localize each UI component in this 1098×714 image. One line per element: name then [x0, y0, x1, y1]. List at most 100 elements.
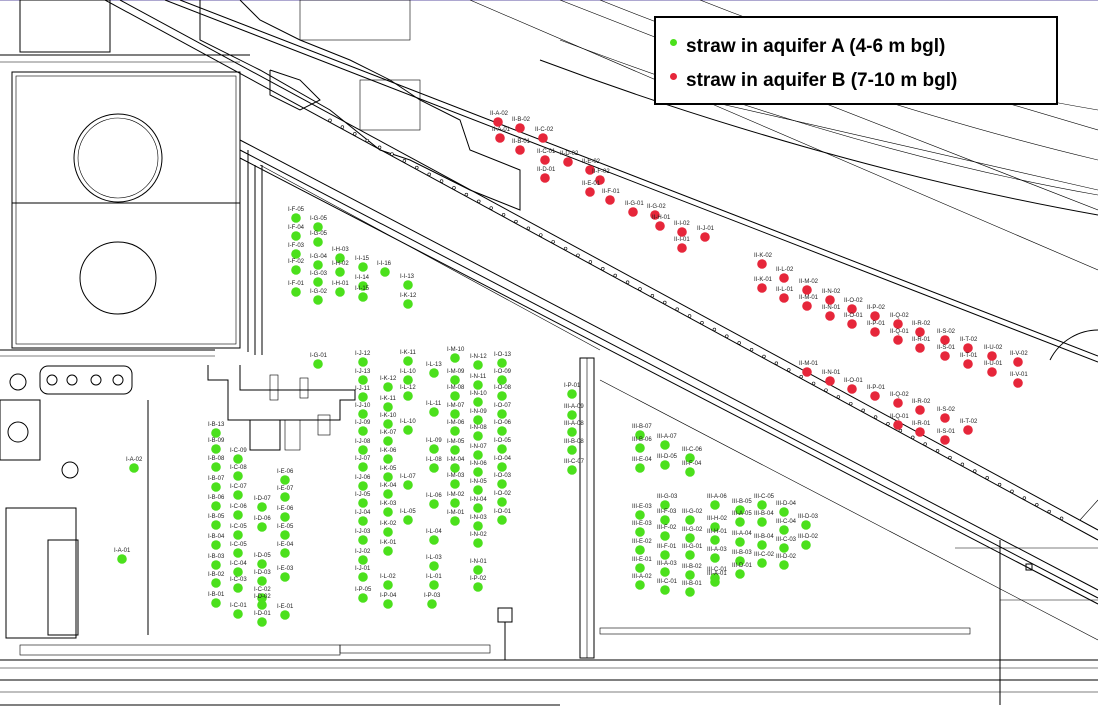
aquifer-a-straw-marker: [257, 593, 267, 603]
rail-marker: [390, 152, 394, 156]
aquifer-b-straw-marker: [802, 285, 812, 295]
aquifer-a-straw: I-E-04: [277, 542, 294, 558]
aquifer-a-straw-marker: [211, 428, 221, 438]
aquifer-a-straw: I-L-13: [426, 362, 442, 378]
aquifer-b-straw-label: II-F-01: [602, 189, 620, 195]
aquifer-a-straw: I-J-06: [355, 475, 371, 491]
aquifer-a-straw-marker: [710, 500, 720, 510]
aquifer-b-straw-label: II-H-01: [652, 215, 671, 221]
aquifer-b-straw-label: II-V-02: [1010, 351, 1028, 357]
aquifer-a-straw-label: I-F-03: [288, 243, 305, 249]
rail-marker: [663, 300, 667, 305]
aquifer-a-straw-label: I-L-13: [426, 362, 442, 368]
aquifer-a-straw: I-L-03: [426, 555, 442, 571]
aquifer-a-straw-marker: [685, 533, 695, 543]
aquifer-b-straw-marker: [585, 187, 595, 197]
aquifer-a-straw: III-B-07: [632, 424, 652, 440]
aquifer-b-straw-label: II-C-01: [537, 149, 556, 155]
aquifer-a-straw-marker: [313, 237, 323, 247]
aquifer-b-straw-marker: [825, 376, 835, 386]
aquifer-a-straw-marker: [635, 563, 645, 573]
aquifer-a-straw-label: III-B-08: [564, 439, 584, 445]
aquifer-a-straw-marker: [473, 582, 483, 592]
aquifer-a-straw-marker: [383, 546, 393, 556]
rail-marker: [514, 219, 518, 224]
aquifer-a-straw-marker: [233, 548, 243, 558]
aquifer-a-straw: III-E-01: [632, 557, 652, 573]
aquifer-a-straws: I-F-05I-G-05I-F-04I-G-05I-F-03I-H-03I-F-…: [114, 207, 819, 627]
aquifer-a-straw: I-B-07: [208, 476, 225, 492]
aquifer-b-straw-marker: [987, 351, 997, 361]
aquifer-b-straw-label: II-C-02: [535, 127, 554, 133]
aquifer-a-straw: I-J-01: [355, 566, 371, 582]
aquifer-a-straw-marker: [313, 295, 323, 305]
rail-marker: [1035, 503, 1039, 507]
aquifer-b-straw-marker: [585, 165, 595, 175]
aquifer-a-straw-marker: [211, 598, 221, 608]
aquifer-a-straw: III-B-01: [682, 581, 702, 597]
aquifer-a-straw-marker: [383, 382, 393, 392]
aquifer-a-straw-marker: [685, 453, 695, 463]
aquifer-a-straw-label: I-M-01: [447, 510, 465, 516]
aquifer-a-straw-marker: [450, 426, 460, 436]
aquifer-a-straw: III-E-03: [632, 521, 652, 537]
aquifer-a-straw: I-L-02: [380, 574, 396, 590]
aquifer-b-straw: II-T-01: [960, 353, 978, 369]
aquifer-a-straw-marker: [383, 489, 393, 499]
aquifer-a-straw-label: III-A-04: [732, 531, 752, 537]
aquifer-a-straw: I-K-04: [380, 483, 397, 499]
aquifer-a-straw-marker: [567, 445, 577, 455]
aquifer-a-straw-label: I-K-02: [380, 521, 397, 527]
aquifer-b-straw-label: II-A-01: [492, 127, 511, 133]
aquifer-b-straw-label: II-M-01: [799, 361, 819, 367]
rail-marker: [985, 476, 989, 480]
aquifer-a-straw-marker: [735, 505, 745, 515]
aquifer-a-straw: III-C-03: [776, 537, 797, 553]
aquifer-a-straw-marker: [358, 281, 368, 291]
aquifer-a-straw-marker: [429, 444, 439, 454]
aquifer-a-straw-label: I-F-02: [288, 259, 305, 265]
aquifer-a-straw-label: I-E-03: [277, 566, 294, 572]
aquifer-a-straw: I-N-02: [470, 532, 487, 548]
aquifer-a-straw-marker: [358, 593, 368, 603]
green-dot-icon: [670, 39, 677, 47]
aquifer-b-straw: II-K-01: [754, 277, 773, 293]
aquifer-a-straw-marker: [450, 479, 460, 489]
aquifer-b-straw: II-P-01: [867, 385, 886, 401]
aquifer-a-straw: I-N-08: [470, 425, 487, 441]
aquifer-a-straw-marker: [660, 550, 670, 560]
aquifer-b-straw-label: II-R-01: [912, 421, 931, 427]
aquifer-b-straw-marker: [515, 145, 525, 155]
aquifer-b-straw-marker: [915, 327, 925, 337]
aquifer-a-straw-marker: [635, 443, 645, 453]
aquifer-a-straw: I-E-03: [277, 566, 294, 582]
aquifer-b-straw: II-R-01: [912, 421, 931, 437]
aquifer-a-straw: I-I-16: [377, 261, 392, 277]
aquifer-a-straw-marker: [710, 522, 720, 532]
aquifer-a-straw-marker: [358, 357, 368, 367]
aquifer-a-straw-label: III-B-06: [632, 437, 652, 443]
aquifer-a-straw-label: I-N-04: [470, 497, 487, 503]
aquifer-a-straw-label: I-K-06: [380, 448, 397, 454]
aquifer-a-straw-label: I-C-02: [254, 587, 271, 593]
aquifer-b-straw-label: II-M-02: [799, 279, 819, 285]
rail-marker: [973, 469, 977, 473]
aquifer-a-straw-label: I-C-05: [230, 542, 247, 548]
aquifer-a-straw-label: I-N-09: [470, 409, 487, 415]
aquifer-a-straw-marker: [291, 231, 301, 241]
aquifer-a-straw-marker: [473, 450, 483, 460]
aquifer-a-straw-marker: [358, 498, 368, 508]
aquifer-a-straw: I-K-12: [380, 376, 397, 392]
aquifer-b-straw-marker: [963, 425, 973, 435]
aquifer-b-straw-marker: [757, 283, 767, 293]
aquifer-a-straw: I-I-15: [355, 256, 370, 272]
aquifer-a-straw-label: I-M-10: [447, 347, 465, 353]
aquifer-a-straw: I-C-07: [230, 484, 247, 500]
legend: straw in aquifer A (4-6 m bgl) straw in …: [654, 16, 1058, 105]
aquifer-b-straw-label: II-T-01: [960, 353, 978, 359]
aquifer-a-straw-label: I-B-06: [208, 495, 225, 501]
aquifer-b-straw-marker: [757, 259, 767, 269]
rail-marker: [898, 428, 903, 433]
aquifer-a-straw: I-L-04: [426, 529, 442, 545]
aquifer-a-straw: I-P-03: [424, 593, 441, 609]
